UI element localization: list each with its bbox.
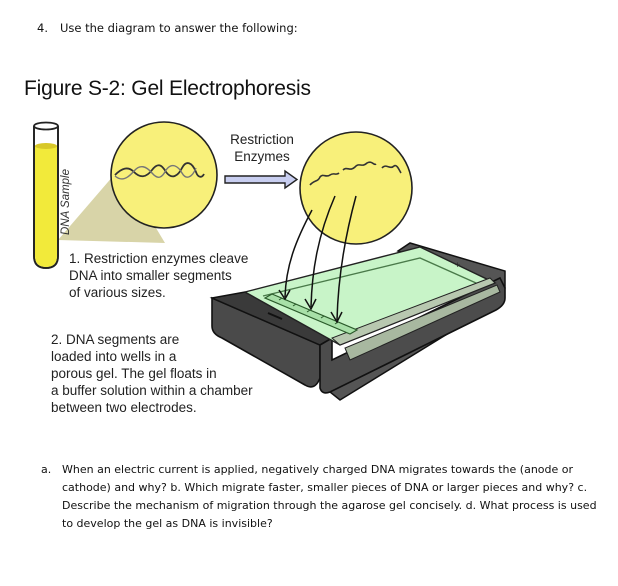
subquestion-line: Describe the mechanism of migration thro… (62, 499, 597, 512)
gel-wells (263, 293, 359, 335)
step1-caption: 1. Restriction enzymes cleave DNA into s… (69, 250, 248, 301)
caption-line: loaded into wells in a (51, 349, 177, 364)
caption-line: 2. DNA segments are (51, 332, 180, 347)
tube-label: DNA Sample (60, 168, 72, 236)
gel-chamber: + (209, 242, 506, 401)
subquestion-a: a. When an electric current is applied, … (41, 461, 601, 533)
subquestion-label: a. (41, 463, 52, 476)
magnification-cone (58, 168, 165, 243)
question-number: 4. (37, 21, 48, 35)
electrode-slot (267, 312, 283, 320)
enzyme-label-line: Enzymes (234, 149, 290, 164)
enzyme-label-line: Restriction (230, 132, 294, 147)
figure-title: Figure S-2: Gel Electrophoresis (24, 77, 311, 100)
subquestion-line: When an electric current is applied, neg… (62, 463, 574, 476)
caption-line: a buffer solution within a chamber (51, 383, 253, 398)
restriction-arrow-icon (224, 169, 299, 190)
caption-line: between two electrodes. (51, 400, 197, 415)
cut-dna-circle (299, 131, 413, 245)
caption-line: DNA into smaller segments (69, 268, 232, 283)
restriction-enzymes-label: Restriction Enzymes (226, 131, 298, 165)
intact-dna-circle (110, 121, 218, 229)
loading-arrows (278, 195, 357, 324)
caption-line: of various sizes. (69, 285, 166, 300)
dna-sample-tube (33, 121, 59, 269)
subquestion-line: to develop the gel as DNA is invisible? (62, 517, 273, 530)
svg-text:+: + (455, 260, 460, 270)
step2-caption: 2. DNA segments are loaded into wells in… (51, 331, 253, 416)
caption-line: 1. Restriction enzymes cleave (69, 251, 249, 266)
caption-line: porous gel. The gel floats in (51, 366, 217, 381)
question-prompt: Use the diagram to answer the following: (60, 21, 298, 35)
subquestion-line: cathode) and why? b. Which migrate faste… (62, 481, 588, 494)
